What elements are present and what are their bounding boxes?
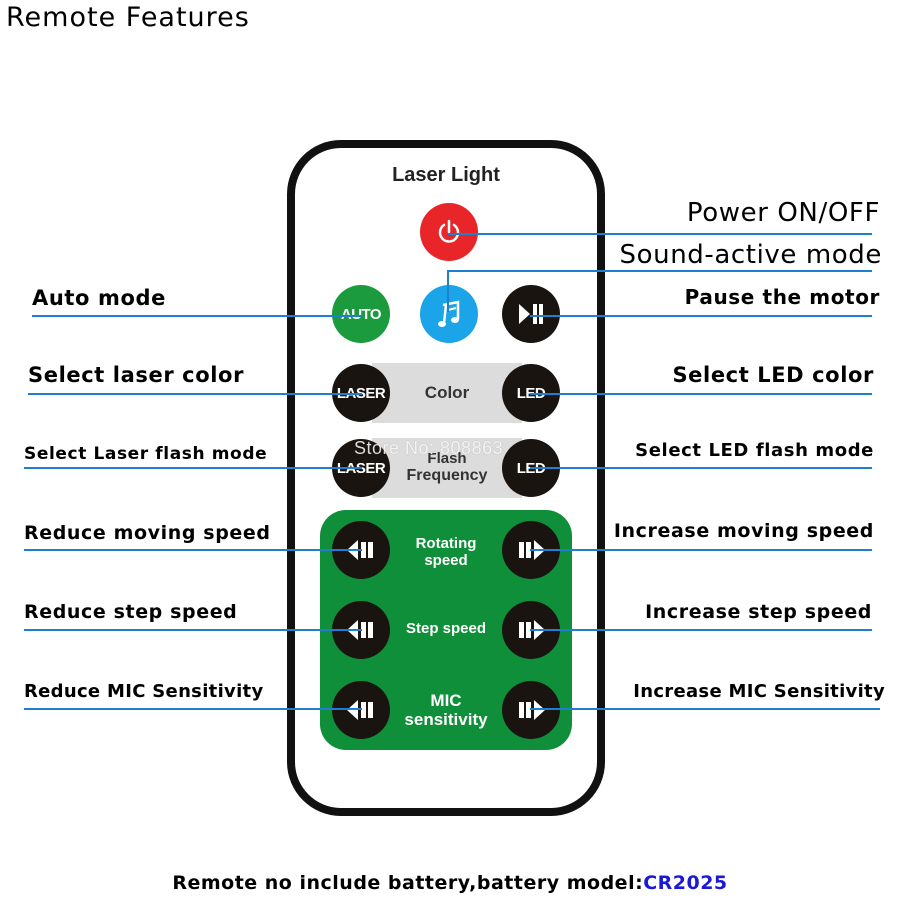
increase-step-callout-line [530, 629, 872, 631]
led-color-callout-line [530, 393, 872, 395]
power-callout-line [448, 233, 872, 235]
reduce-mic-sensitivity-button[interactable] [332, 681, 390, 739]
page-title: Remote Features [6, 2, 250, 33]
reduce-step-callout-line [24, 629, 362, 631]
reduce-mic-callout-line [24, 708, 362, 710]
mic-line2: sensitivity [404, 709, 488, 729]
auto-button[interactable]: AUTO [332, 285, 390, 343]
increase-step-callout: Increase step speed [645, 601, 872, 623]
reduce-moving-callout: Reduce moving speed [24, 522, 271, 544]
decrease-arrow-icon [347, 700, 373, 720]
auto-callout-line [32, 315, 362, 317]
flash-band-line2: Frequency [406, 467, 488, 485]
reduce-moving-callout-line [24, 549, 362, 551]
battery-note: Remote no include battery,battery model:… [0, 872, 900, 894]
led-flash-callout: Select LED flash mode [635, 440, 874, 461]
rotating-line1: Rotating [415, 535, 477, 552]
increase-moving-callout: Increase moving speed [613, 520, 874, 542]
mic-line1: MIC [430, 691, 462, 710]
rotating-speed-label: Rotating speed [390, 535, 502, 569]
flash-band-line1: Flash [427, 449, 467, 467]
laser-color-callout-line [28, 393, 362, 395]
flash-frequency-band: Flash Frequency [372, 438, 522, 498]
increase-arrow-icon [519, 700, 545, 720]
sound-callout: Sound-active mode [619, 240, 882, 270]
reduce-step-callout: Reduce step speed [24, 601, 238, 623]
battery-note-text: Remote no include battery,battery model: [172, 872, 644, 894]
laser-flash-callout: Select Laser flash mode [24, 444, 268, 464]
power-callout: Power ON/OFF [686, 198, 880, 228]
rotating-line2: speed [424, 551, 468, 569]
increase-mic-callout-line [530, 708, 880, 710]
mic-sensitivity-label: MIC sensitivity [390, 691, 502, 729]
auto-button-label: AUTO [340, 305, 382, 323]
laser-flash-callout-line [24, 467, 362, 469]
sound-callout-vline [447, 270, 449, 312]
increase-mic-callout: Increase MIC Sensitivity [633, 681, 885, 702]
power-icon [438, 219, 460, 243]
music-note-icon [438, 300, 460, 327]
play-pause-icon [519, 304, 543, 324]
battery-model: CR2025 [643, 872, 728, 894]
increase-mic-sensitivity-button[interactable] [502, 681, 560, 739]
power-button[interactable] [420, 203, 478, 261]
color-band-label: Color [424, 383, 470, 402]
laser-color-callout: Select laser color [28, 363, 245, 387]
remote-brand: Laser Light [392, 164, 500, 186]
led-color-callout: Select LED color [672, 363, 874, 387]
reduce-mic-callout: Reduce MIC Sensitivity [24, 681, 264, 702]
color-band: Color [372, 363, 522, 423]
sound-active-button[interactable] [420, 285, 478, 343]
auto-callout: Auto mode [32, 286, 166, 310]
store-watermark: Store No: 808863 [354, 438, 504, 458]
sound-callout-line [447, 270, 872, 272]
step-speed-label: Step speed [405, 620, 487, 637]
pause-callout-line [530, 315, 872, 317]
led-flash-callout-line [530, 467, 872, 469]
increase-moving-callout-line [530, 549, 872, 551]
pause-motor-button[interactable] [502, 285, 560, 343]
pause-callout: Pause the motor [684, 285, 880, 309]
